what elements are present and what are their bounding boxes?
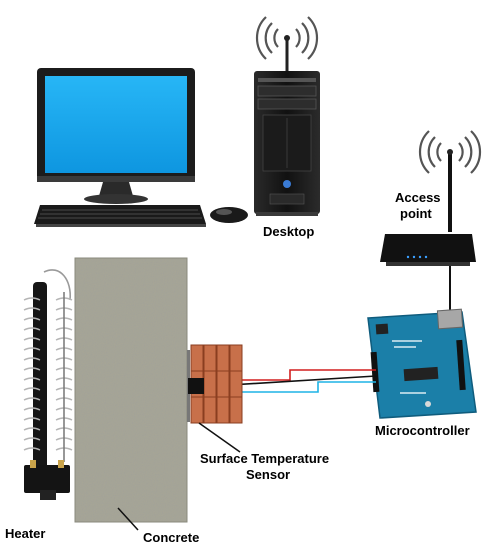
mouse xyxy=(210,207,248,223)
label-access-point-line1: Access xyxy=(395,190,441,205)
wifi-signal-icon xyxy=(418,130,482,174)
heater xyxy=(23,269,73,500)
monitor xyxy=(37,68,195,204)
label-microcontroller: Microcontroller xyxy=(375,423,470,438)
sensor-pointer xyxy=(198,422,241,453)
keyboard xyxy=(34,205,206,227)
desktop-tower xyxy=(254,71,320,216)
label-sensor-line2: Sensor xyxy=(246,467,291,482)
label-concrete: Concrete xyxy=(143,530,200,545)
label-desktop: Desktop xyxy=(263,224,315,239)
wifi-signal-icon xyxy=(255,16,319,71)
concrete-block xyxy=(74,257,188,523)
temperature-sensor xyxy=(187,344,243,424)
router xyxy=(380,152,476,266)
label-access-point-line2: point xyxy=(400,206,432,221)
label-heater: Heater xyxy=(5,526,46,541)
concrete-pointer xyxy=(117,507,139,531)
label-sensor-line1: Surface Temperature xyxy=(200,451,330,466)
monitor-screen xyxy=(45,76,187,173)
microcontroller-board xyxy=(367,308,477,419)
